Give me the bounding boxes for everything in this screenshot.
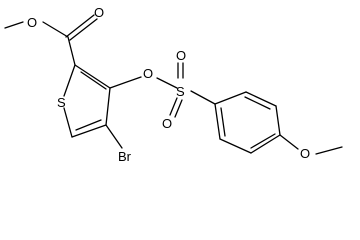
atom-label-thiophene-s: S — [57, 95, 66, 110]
bond-benzene-3 — [275, 105, 281, 136]
bond-benzene-2 — [245, 91, 277, 107]
atom-label-sulfonyl-o-top: O — [176, 48, 186, 63]
bond-s-o-bottom-b — [174, 99, 183, 118]
structure-diagram: O O S O S O O Br O — [4, 5, 343, 164]
bond-benzene-4 — [250, 134, 281, 154]
atom-label-sulfonyl-o-bottom: O — [162, 116, 172, 131]
bond-ring-s-c2 — [63, 64, 76, 97]
bond-ring-c4-c5 — [71, 124, 107, 138]
atom-label-sulfonyl-s: S — [176, 84, 185, 99]
bond-c4-br — [105, 124, 123, 149]
bond-ring-c4-c5-inner — [75, 119, 102, 131]
atom-label-sulfonate-o: O — [143, 66, 153, 81]
atom-label-bromine: Br — [118, 149, 132, 164]
bond-carbonyl-double-b — [69, 18, 98, 41]
bond-methoxy-methyl — [315, 146, 343, 155]
bond-benzene-inner-c — [220, 107, 226, 137]
bond-benzene-5 — [219, 138, 252, 154]
bond-ester-o-carbonyl — [42, 21, 69, 38]
atom-label-carbonyl-o: O — [94, 5, 104, 20]
atom-label-methoxy-o: O — [300, 146, 310, 161]
atom-label-ester-o: O — [27, 15, 37, 30]
bond-o-s — [156, 77, 178, 89]
bond-aryl-methoxy-o — [279, 134, 299, 150]
bond-benzene-1 — [214, 91, 247, 105]
bond-benzene-6 — [214, 103, 221, 140]
bond-benzene-inner-a — [244, 96, 271, 110]
bond-ring-c5-s — [63, 107, 73, 138]
bond-ring-c2-c3 — [74, 64, 111, 89]
bond-benzene-inner-b — [250, 133, 276, 149]
bond-s-aryl — [190, 90, 216, 105]
bond-carbonyl-ring — [67, 36, 76, 66]
bond-s-o-bottom-a — [169, 97, 178, 116]
bond-methyl-o — [4, 21, 24, 29]
bond-ring-c2-c3-inner — [80, 71, 107, 90]
bond-carbonyl-double-a — [65, 14, 95, 38]
molecule-canvas: O O S O S O O Br O — [4, 5, 343, 164]
bond-ring-c3-c4 — [105, 87, 111, 126]
bond-c3-o — [109, 76, 142, 89]
